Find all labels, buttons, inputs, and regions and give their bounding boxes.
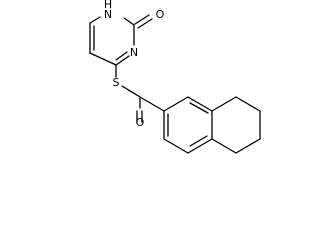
bond — [163, 138, 189, 154]
bond — [123, 17, 135, 26]
bond — [235, 96, 261, 112]
structure-canvas: N H O N S O — [89, 0, 261, 154]
bond — [235, 138, 261, 154]
atom-label-oxo-top: O — [156, 8, 165, 21]
bond — [115, 51, 128, 61]
atom-label-n3: N — [130, 46, 138, 59]
bond — [89, 52, 117, 66]
atom-label-sulfur: S — [113, 76, 120, 89]
bond — [187, 96, 213, 112]
bond — [163, 96, 189, 112]
atom-label-nh-h: H — [104, 0, 112, 11]
bond — [115, 55, 130, 66]
atom-label-nh: N — [104, 8, 112, 21]
bond-group — [89, 14, 261, 154]
bond — [211, 138, 237, 154]
bond — [134, 14, 150, 25]
bond — [189, 135, 208, 147]
bond — [139, 96, 165, 112]
bond — [211, 96, 237, 112]
atom-label-group: N H O N S O — [104, 0, 165, 129]
molecule-diagram: N H O N S O — [89, 0, 261, 154]
bond — [189, 102, 209, 114]
atom-label-oxo-ketone: O — [136, 116, 145, 129]
bond — [89, 16, 101, 24]
bond — [121, 85, 141, 98]
bond — [137, 18, 153, 29]
bond — [187, 138, 213, 154]
